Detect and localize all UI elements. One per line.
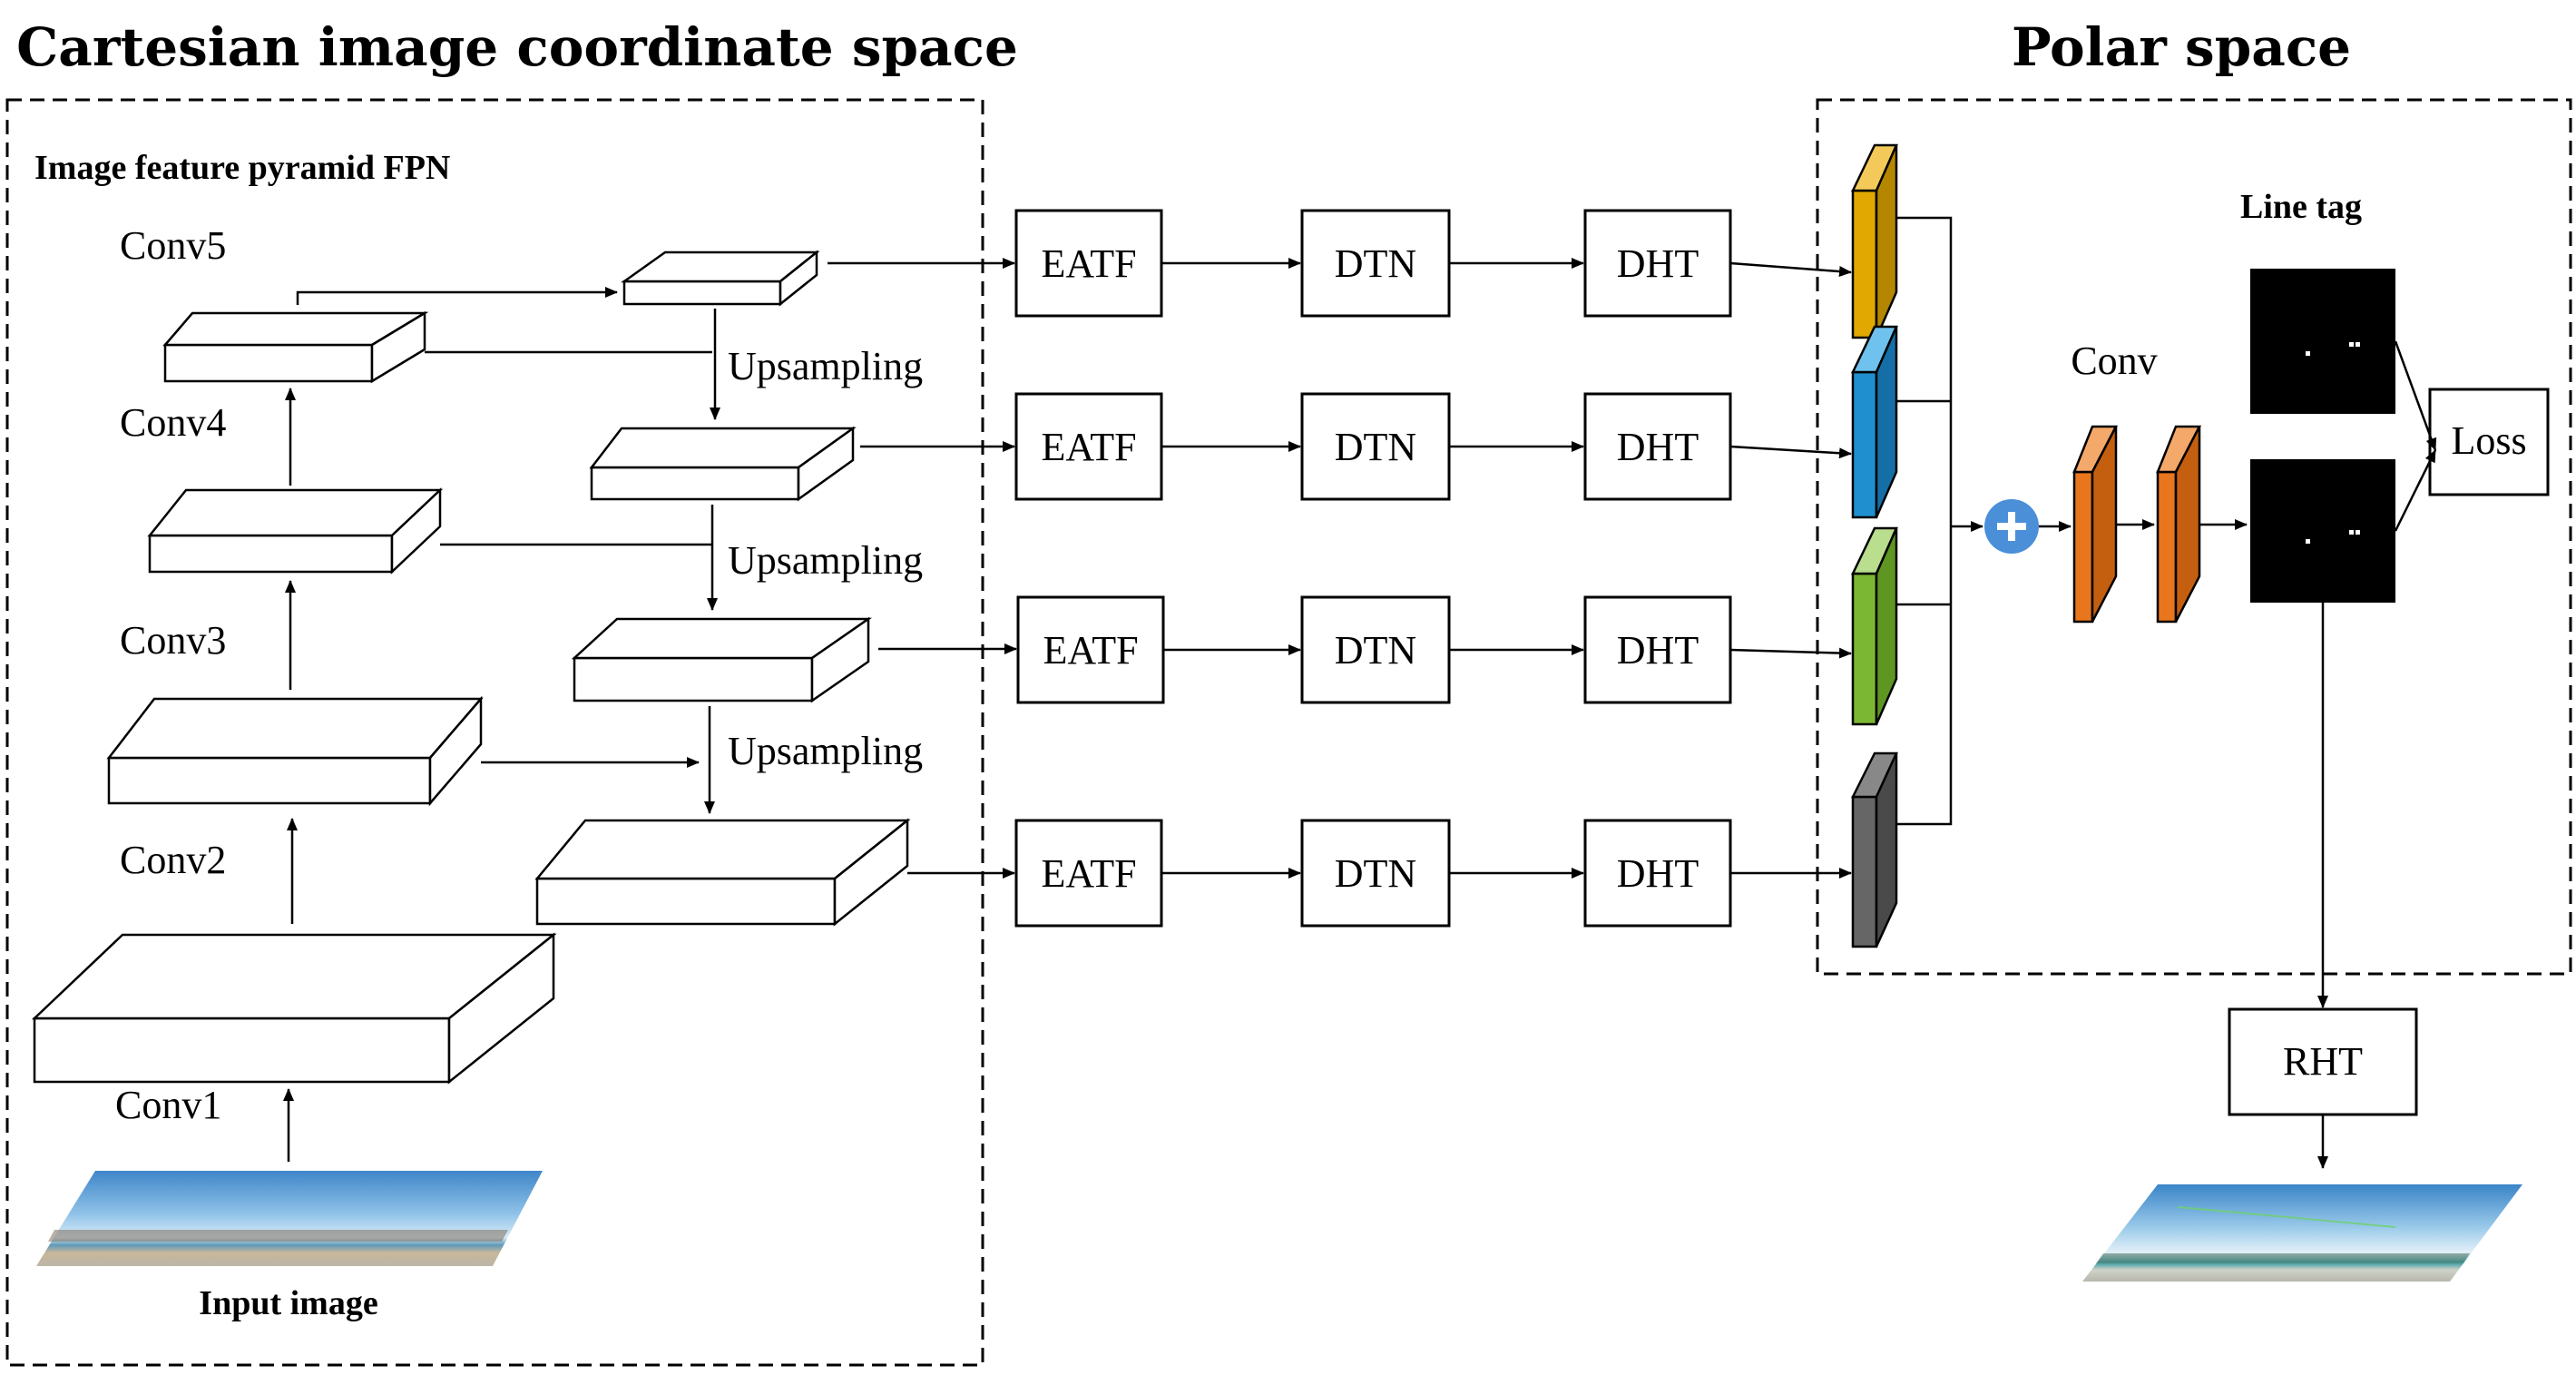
conv1-label: Conv1 [115,1083,221,1127]
upsampling-label-3: Upsampling [728,729,923,773]
dtn-box-2 [1300,392,1451,501]
conv2-feature-block [31,932,557,1085]
right-title: Polar space [2012,16,2351,78]
arrow-dht-feature-1 [1729,261,1852,278]
feature-map-blue [1851,325,1898,519]
elementwise-sum-icon [1984,499,2039,554]
output-image [2082,1184,2522,1282]
conv3-feature-block [106,695,484,807]
conv4-label: Conv4 [120,400,226,445]
arrow-pred-to-loss [2394,449,2437,532]
arrow-tag-to-loss [2394,340,2437,451]
dht-label-1: DHT [1617,241,1699,286]
prediction-map [2250,459,2395,603]
dtn-label-2: DTN [1335,425,1416,469]
loss-label: Loss [2451,418,2526,463]
cartesian-region [5,98,984,1367]
line-tag-map [2250,269,2395,414]
rht-label: RHT [2283,1039,2363,1084]
dht-label-3: DHT [1617,628,1699,673]
dtn-label-3: DTN [1335,628,1416,673]
arrow-dht-feature-2 [1729,445,1852,459]
conv3-label: Conv3 [120,618,226,663]
fpn-p5-block [621,250,820,307]
feature-map-green [1851,526,1898,726]
dht-label-4: DHT [1617,851,1699,896]
conv5-label: Conv5 [120,223,226,268]
upsampling-label-1: Upsampling [728,344,923,388]
upsampling-label-2: Upsampling [728,538,923,583]
input-image [36,1171,543,1266]
dtn-box-3 [1300,595,1451,704]
dtn-label-4: DTN [1335,851,1416,896]
eatf-box-3 [1016,595,1165,704]
merge-bracket [1896,216,1953,826]
fpn-p4-block [589,426,857,502]
dtn-box-1 [1300,209,1451,318]
eatf-label-2: EATF [1041,425,1136,469]
eatf-label-4: EATF [1041,851,1136,896]
loss-box [2428,388,2550,496]
dht-box-3 [1583,595,1732,704]
input-image-label: Input image [199,1284,377,1322]
arrow-conv5-to-p5 [296,287,618,305]
conv-block-2 [2156,425,2202,624]
line-tag-label: Line tag [2240,188,2362,226]
fpn-p2-block [534,818,911,927]
left-title: Cartesian image coordinate space [16,16,1018,78]
dtn-label-1: DTN [1335,241,1416,286]
conv-label: Conv [2071,339,2157,383]
conv5-feature-block [162,310,429,384]
dht-box-2 [1583,392,1732,501]
feature-map-gray [1850,751,1898,948]
rht-box [2228,1007,2418,1116]
fpn-label: Image feature pyramid FPN [34,149,450,187]
dht-box-4 [1583,819,1732,928]
dht-label-2: DHT [1617,425,1699,469]
arrow-dht-feature-3 [1729,647,1852,659]
conv2-label: Conv2 [120,838,226,882]
eatf-label-3: EATF [1043,628,1138,673]
eatf-box-1 [1014,209,1163,318]
feature-map-yellow [1851,143,1898,339]
polar-region [1816,98,2572,976]
conv4-feature-block [147,487,444,575]
fpn-p3-block [571,616,872,703]
eatf-label-1: EATF [1041,241,1136,286]
conv-block-1 [2072,425,2119,624]
